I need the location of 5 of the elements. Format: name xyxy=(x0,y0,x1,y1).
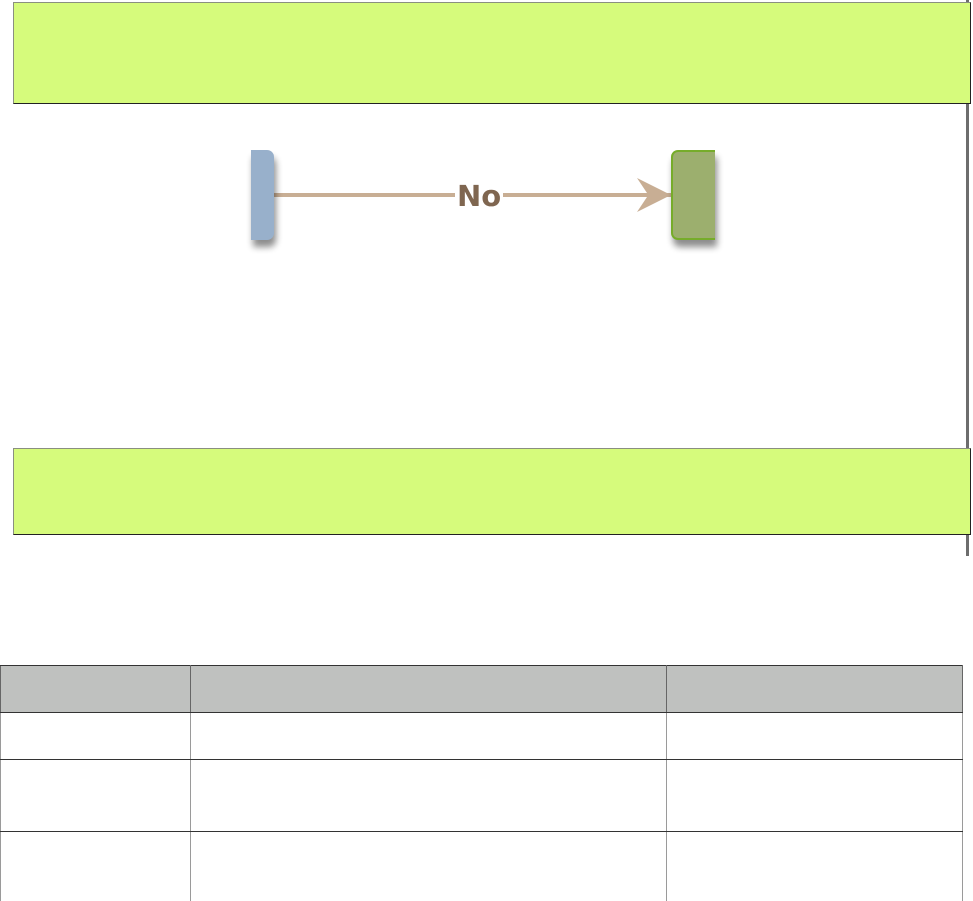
process-box xyxy=(671,150,715,240)
arrow xyxy=(274,178,671,212)
banner-box xyxy=(13,2,971,104)
banner-box xyxy=(13,448,971,535)
process-box xyxy=(251,150,274,240)
